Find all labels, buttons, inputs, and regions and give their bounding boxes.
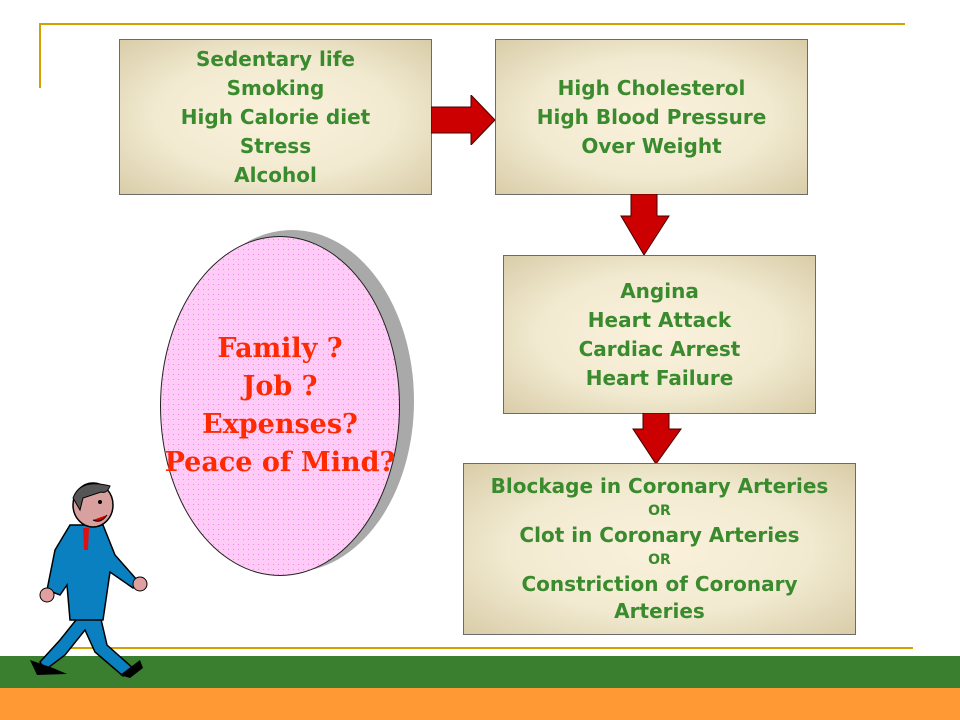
cause-item: Smoking xyxy=(226,75,325,100)
outcomes-box: Angina Heart Attack Cardiac Arrest Heart… xyxy=(503,255,816,414)
mechanism-item: Clot in Coronary Arteries xyxy=(519,523,800,547)
mechanism-item: Blockage in Coronary Arteries xyxy=(490,474,829,498)
outcome-item: Angina xyxy=(620,278,699,303)
cause-item: Sedentary life xyxy=(196,46,355,71)
cause-item: Stress xyxy=(239,133,312,158)
worry-item: Peace of Mind? xyxy=(164,447,396,478)
or-separator: OR xyxy=(648,503,671,519)
arrow-right-icon xyxy=(431,95,496,145)
outcome-item: Cardiac Arrest xyxy=(578,336,741,361)
worry-item: Job ? xyxy=(242,371,318,402)
mechanism-item: Constriction of Coronary xyxy=(521,572,798,596)
walking-man-icon xyxy=(30,482,148,678)
causes-box: Sedentary life Smoking High Calorie diet… xyxy=(119,39,432,195)
orange-band xyxy=(0,688,960,720)
cause-item: High Calorie diet xyxy=(180,104,371,129)
bottom-accent-line xyxy=(68,647,913,649)
outcome-item: Heart Attack xyxy=(587,307,732,332)
outcome-item: Heart Failure xyxy=(585,365,734,390)
mechanism-item: Arteries xyxy=(614,599,705,623)
worry-item: Family ? xyxy=(217,333,343,364)
left-accent-line xyxy=(39,23,41,88)
conditions-box: High Cholesterol High Blood Pressure Ove… xyxy=(495,39,808,195)
top-accent-line xyxy=(40,23,905,25)
arrow-down-icon xyxy=(620,194,670,256)
mechanism-box: Blockage in Coronary Arteries OR Clot in… xyxy=(463,463,856,635)
condition-item: Over Weight xyxy=(581,133,722,158)
green-band xyxy=(0,656,960,688)
cause-item: Alcohol xyxy=(234,162,317,187)
condition-item: High Blood Pressure xyxy=(536,104,767,129)
condition-item: High Cholesterol xyxy=(557,75,746,100)
arrow-down-icon xyxy=(632,413,682,465)
worries-bubble: Family ? Job ? Expenses? Peace of Mind? xyxy=(160,236,400,576)
worry-item: Expenses? xyxy=(202,409,358,440)
or-separator: OR xyxy=(648,552,671,568)
